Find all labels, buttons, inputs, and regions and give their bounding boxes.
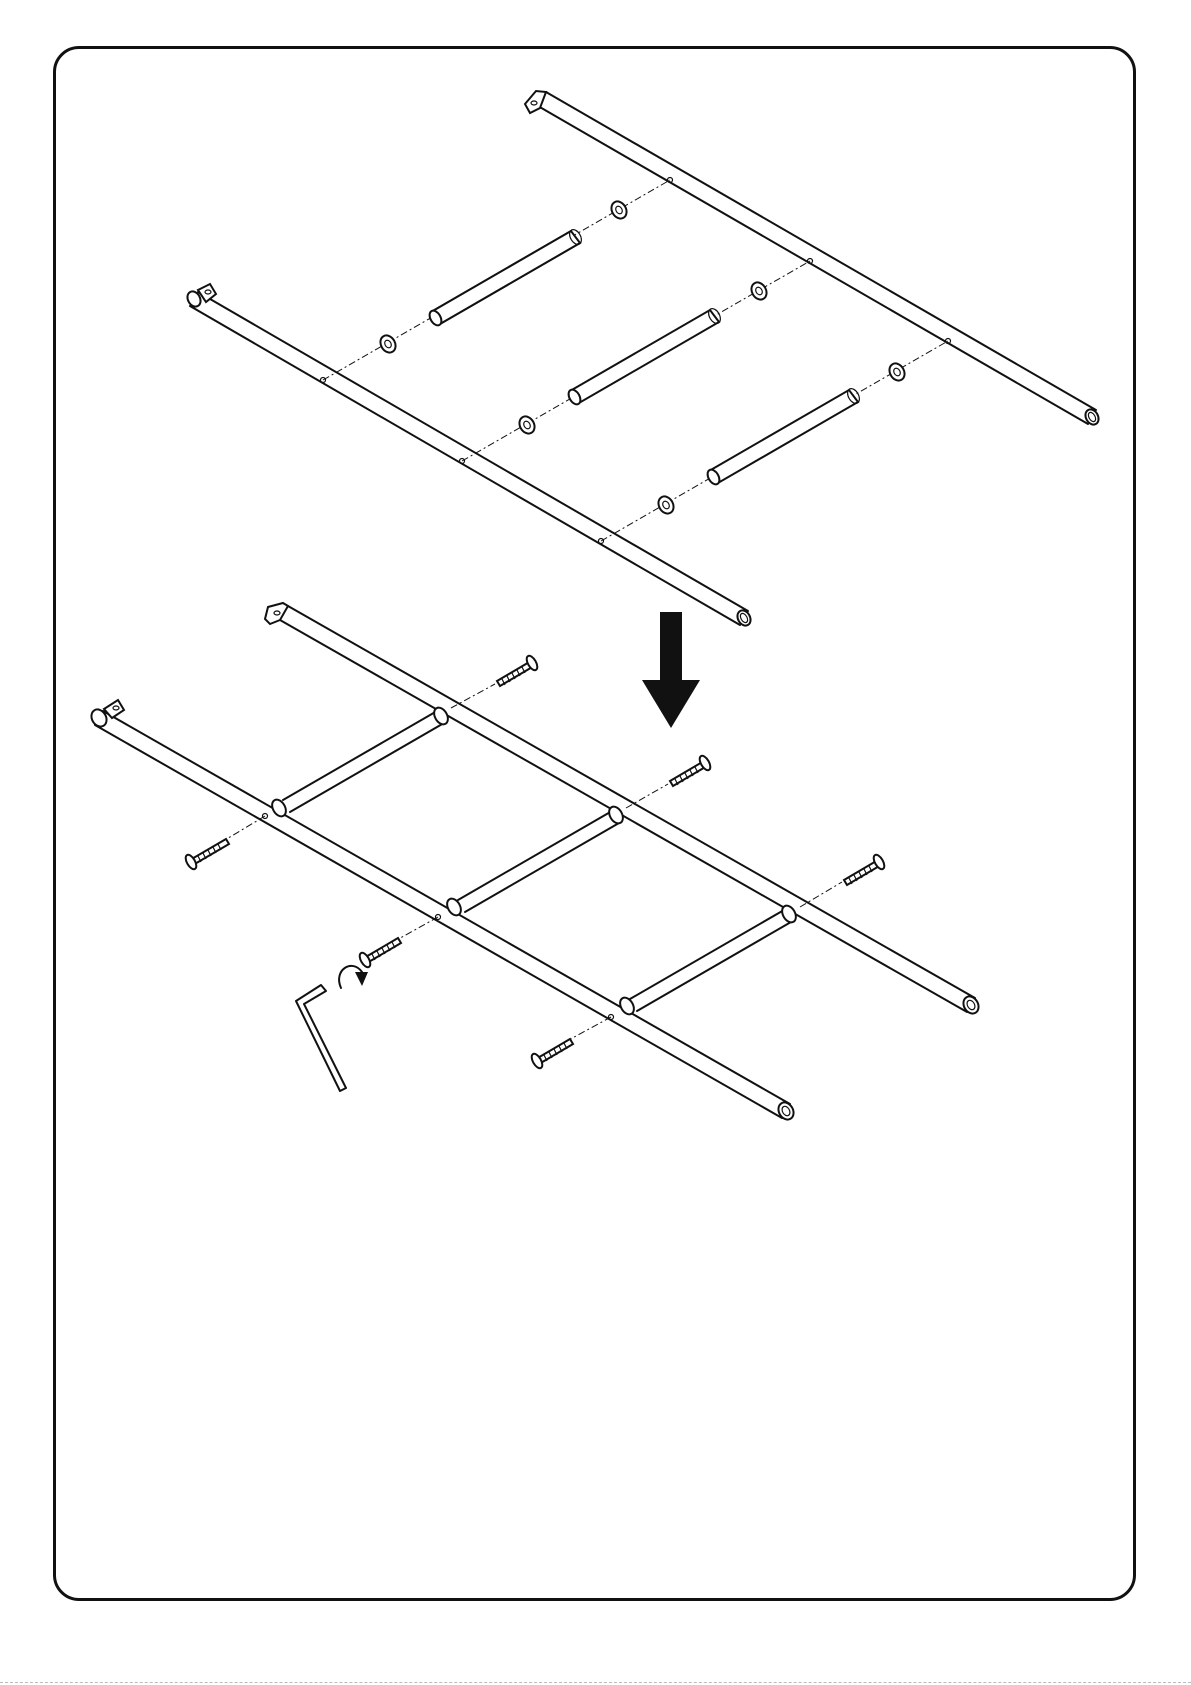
washer	[516, 414, 537, 437]
washer	[608, 199, 629, 222]
screw	[530, 1039, 573, 1070]
screw	[670, 754, 712, 786]
crossbar	[269, 705, 450, 819]
front-side-rail	[88, 700, 796, 1122]
washer	[377, 333, 398, 356]
screw	[358, 938, 401, 969]
washer	[748, 280, 769, 303]
crossbar	[617, 903, 798, 1017]
assembled-view	[88, 603, 981, 1122]
crossbar	[444, 804, 625, 918]
washer	[655, 494, 676, 517]
allen-key-icon	[296, 985, 346, 1091]
clockwise-arrow-icon	[339, 966, 368, 988]
washer	[886, 361, 907, 384]
screw	[184, 839, 229, 871]
exploded-view	[185, 91, 1101, 628]
crossbar	[566, 307, 723, 407]
screw	[844, 853, 886, 885]
crossbar	[427, 228, 584, 328]
down-arrow-icon	[642, 612, 700, 728]
crossbar	[705, 387, 862, 487]
page-bottom-rule	[0, 1682, 1191, 1683]
screw	[497, 654, 539, 686]
